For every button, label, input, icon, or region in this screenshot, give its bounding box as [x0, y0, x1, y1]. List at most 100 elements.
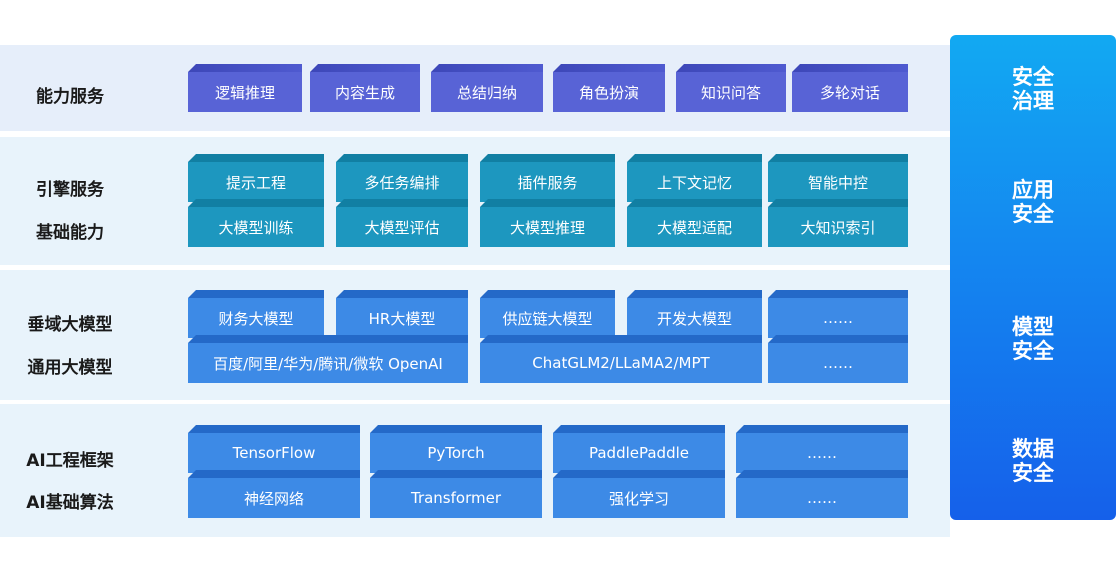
- module-label: 大模型评估: [364, 218, 440, 237]
- side-label-line: 应用: [1012, 178, 1054, 202]
- module-box: ……: [768, 290, 908, 338]
- box-top-face: [370, 470, 542, 478]
- box-top-face: [768, 290, 908, 298]
- module-label: 财务大模型: [218, 309, 294, 328]
- module-box: 智能中控: [768, 154, 908, 202]
- box-top-face: [768, 335, 908, 343]
- side-label-line: 安全: [1012, 339, 1054, 363]
- module-box: 插件服务: [480, 154, 615, 202]
- module-box: 总结归纳: [431, 64, 543, 112]
- row-label-text: 通用大模型: [27, 358, 113, 378]
- module-box: 提示工程: [188, 154, 324, 202]
- module-box: 强化学习: [553, 470, 725, 518]
- module-box: 逻辑推理: [188, 64, 302, 112]
- module-label: HR大模型: [368, 309, 436, 328]
- box-top-face: [188, 470, 360, 478]
- module-label: 强化学习: [608, 489, 669, 508]
- box-top-face: [768, 154, 908, 162]
- module-label: ……: [823, 309, 853, 327]
- module-box: 角色扮演: [553, 64, 665, 112]
- row-label-general-models: 通用大模型: [0, 353, 140, 383]
- module-label: 多任务编排: [364, 173, 440, 192]
- row-label-text: 引擎服务: [36, 180, 104, 200]
- module-box: ChatGLM2/LLaMA2/MPT: [480, 335, 762, 383]
- module-label: TensorFlow: [232, 444, 316, 462]
- module-box: 知识问答: [676, 64, 786, 112]
- module-label: 角色扮演: [578, 83, 639, 102]
- module-box: Transformer: [370, 470, 542, 518]
- module-box: 大知识索引: [768, 199, 908, 247]
- module-label: 大模型适配: [656, 218, 732, 237]
- module-label: ChatGLM2/LLaMA2/MPT: [532, 354, 710, 372]
- box-top-face: [736, 425, 908, 433]
- row-label-ai-algorithms: AI基础算法: [0, 488, 140, 518]
- row-label-engine-services: 引擎服务: [0, 175, 140, 205]
- box-top-face: [336, 154, 468, 162]
- box-top-face: [188, 425, 360, 433]
- box-top-face: [553, 470, 725, 478]
- module-label: 插件服务: [517, 173, 578, 192]
- box-top-face: [676, 64, 786, 72]
- row-label-text: 能力服务: [36, 87, 104, 107]
- module-box: 内容生成: [310, 64, 420, 112]
- security-governance-label: 安全 治理: [950, 65, 1116, 113]
- module-label: 神经网络: [243, 489, 304, 508]
- box-top-face: [336, 199, 468, 207]
- application-security-label: 应用 安全: [950, 178, 1116, 226]
- box-top-face: [736, 470, 908, 478]
- box-top-face: [370, 425, 542, 433]
- module-label: 开发大模型: [656, 309, 732, 328]
- module-label: ……: [807, 444, 837, 462]
- module-box: TensorFlow: [188, 425, 360, 473]
- box-top-face: [188, 154, 324, 162]
- module-label: PaddlePaddle: [588, 444, 689, 462]
- module-label: 智能中控: [807, 173, 868, 192]
- module-label: 大知识索引: [800, 218, 876, 237]
- box-top-face: [768, 199, 908, 207]
- box-top-face: [336, 290, 468, 298]
- module-label: 逻辑推理: [214, 83, 275, 102]
- row-label-basic-capabilities: 基础能力: [0, 218, 140, 248]
- row-label-text: AI工程框架: [26, 451, 114, 471]
- module-box: 供应链大模型: [480, 290, 615, 338]
- row-label-vertical-models: 垂域大模型: [0, 310, 140, 340]
- side-label-line: 治理: [1012, 89, 1054, 113]
- module-label: 上下文记忆: [656, 173, 732, 192]
- module-box: 百度/阿里/华为/腾讯/微软 OpenAI: [188, 335, 468, 383]
- module-box: 开发大模型: [627, 290, 762, 338]
- module-box: 多轮对话: [792, 64, 908, 112]
- module-label: 百度/阿里/华为/腾讯/微软 OpenAI: [213, 354, 443, 373]
- module-label: ……: [807, 489, 837, 507]
- module-box: 大模型训练: [188, 199, 324, 247]
- box-top-face: [553, 64, 665, 72]
- box-top-face: [792, 64, 908, 72]
- side-label-line: 安全: [1012, 461, 1054, 485]
- module-label: PyTorch: [427, 444, 485, 462]
- module-box: 财务大模型: [188, 290, 324, 338]
- module-label: 知识问答: [700, 83, 761, 102]
- module-label: 总结归纳: [456, 83, 517, 102]
- box-top-face: [188, 335, 468, 343]
- box-top-face: [480, 199, 615, 207]
- box-top-face: [310, 64, 420, 72]
- row-label-text: 基础能力: [36, 223, 104, 243]
- module-box: ……: [736, 425, 908, 473]
- module-label: 提示工程: [225, 173, 286, 192]
- module-label: 多轮对话: [819, 83, 880, 102]
- side-label-line: 安全: [1012, 202, 1054, 226]
- row-label-capability-services: 能力服务: [0, 82, 140, 112]
- module-box: PaddlePaddle: [553, 425, 725, 473]
- box-top-face: [553, 425, 725, 433]
- row-label-ai-frameworks: AI工程框架: [0, 446, 140, 476]
- side-label-line: 安全: [1012, 65, 1054, 89]
- module-box: 上下文记忆: [627, 154, 762, 202]
- box-top-face: [480, 290, 615, 298]
- module-box: 神经网络: [188, 470, 360, 518]
- box-top-face: [627, 154, 762, 162]
- model-security-label: 模型 安全: [950, 315, 1116, 363]
- box-top-face: [188, 290, 324, 298]
- module-label: 内容生成: [334, 83, 395, 102]
- box-top-face: [188, 199, 324, 207]
- module-label: Transformer: [410, 489, 501, 507]
- row-label-text: AI基础算法: [26, 493, 114, 513]
